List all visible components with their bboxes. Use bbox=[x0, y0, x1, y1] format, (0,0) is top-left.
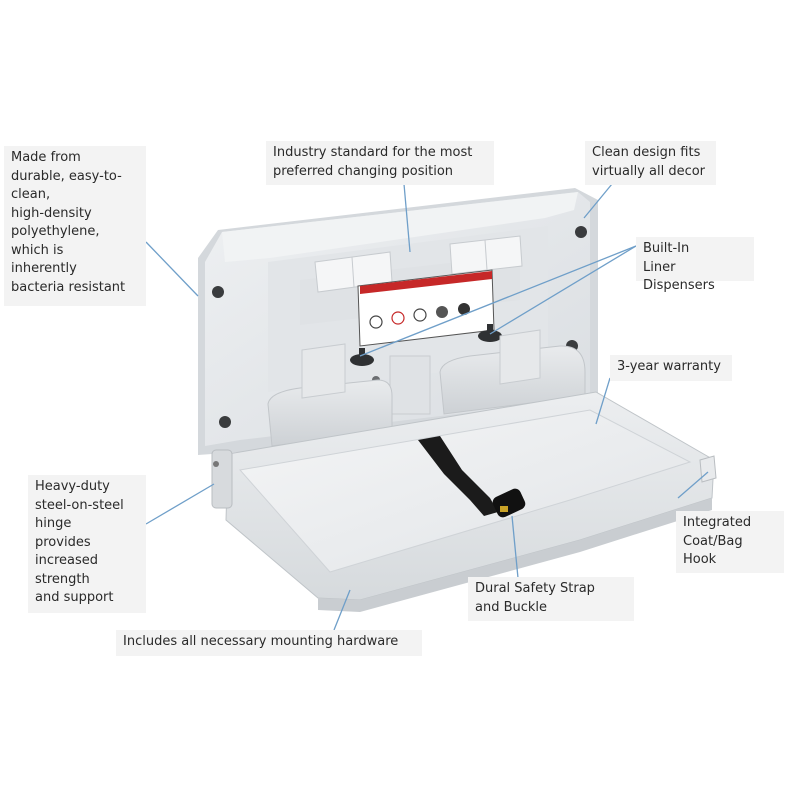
callout-mounting-hardware: Includes all necessary mounting hardware bbox=[116, 630, 422, 656]
callout-mounting-hardware-text: Includes all necessary mounting hardware bbox=[123, 634, 399, 649]
callout-warranty: 3-year warranty bbox=[610, 355, 732, 381]
callout-clean-design: Clean design fits virtually all decor bbox=[585, 141, 716, 185]
callout-hinge: Heavy-duty steel-on-steel hinge provides… bbox=[28, 475, 146, 613]
baby-icon bbox=[413, 308, 427, 322]
callout-material-text: Made from durable, easy-to- clean, high-… bbox=[11, 150, 126, 295]
callout-changing-position: Industry standard for the most preferred… bbox=[266, 141, 494, 185]
callout-warranty-text: 3-year warranty bbox=[617, 359, 721, 374]
safety-strap bbox=[418, 436, 526, 518]
hand-icon bbox=[436, 306, 448, 318]
callout-coat-hook: Integrated Coat/Bag Hook bbox=[676, 511, 784, 573]
strap-icon bbox=[458, 303, 470, 315]
callout-coat-hook-text: Integrated Coat/Bag Hook bbox=[683, 515, 752, 567]
warning-label bbox=[357, 269, 495, 347]
coat-hook bbox=[699, 455, 717, 483]
center-post bbox=[389, 355, 431, 415]
callout-liner-dispensers-text: Built-In Liner Dispensers bbox=[643, 241, 715, 293]
warning-icon bbox=[369, 315, 383, 329]
hinge-blocks bbox=[267, 329, 586, 447]
callout-changing-position-text: Industry standard for the most preferred… bbox=[273, 145, 473, 179]
callout-safety-strap-text: Dural Safety Strap and Buckle bbox=[475, 581, 595, 615]
callout-hinge-text: Heavy-duty steel-on-steel hinge provides… bbox=[35, 479, 124, 605]
callout-safety-strap: Dural Safety Strap and Buckle bbox=[468, 577, 634, 621]
leader-lines bbox=[145, 183, 709, 631]
callout-clean-design-text: Clean design fits virtually all decor bbox=[592, 145, 706, 179]
liner-dispenser-flaps bbox=[314, 235, 523, 293]
no-standing-icon bbox=[391, 311, 405, 325]
callout-material: Made from durable, easy-to- clean, high-… bbox=[4, 146, 146, 306]
callout-liner-dispensers: Built-In Liner Dispensers bbox=[636, 237, 754, 293]
